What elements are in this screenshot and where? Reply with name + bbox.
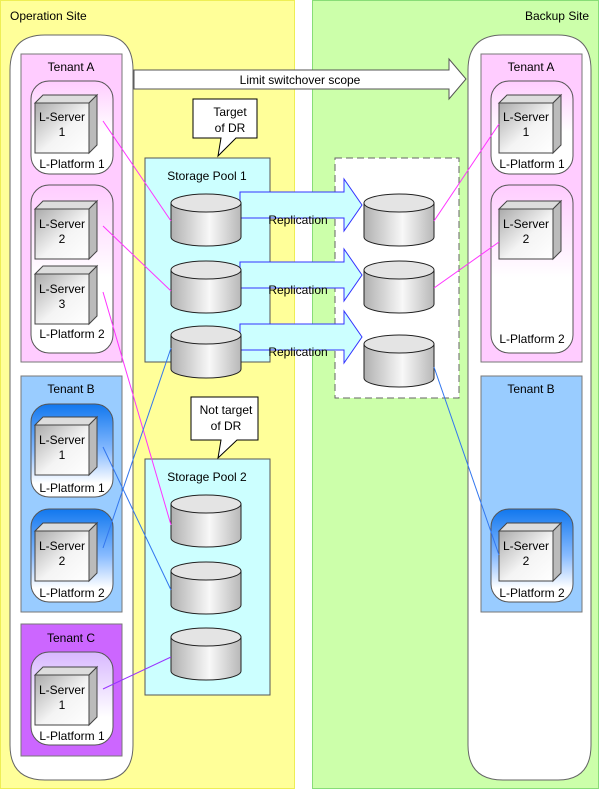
op-b1-server-1-line2: 1 [59,448,66,462]
op-a-server-3 [33,264,99,326]
callout-target-of-dr: Target of DR [192,98,258,158]
op-b-server-2 [33,521,99,583]
replication-arrow-3 [239,309,363,365]
op-a2-server-2-line1: L-Server [39,217,85,231]
op-c1-server-1-line2: 1 [59,698,66,712]
callout-not-target-line1: Not target [200,403,253,417]
bk-b-server-2 [497,521,563,583]
replication-arrow-2 [239,247,363,303]
op-tenant-c-label: Tenant C [47,631,95,645]
storage-pool-2-label: Storage Pool 2 [167,470,247,484]
op-a2-server-2-line2: 2 [59,232,66,246]
link-bk-vol2-a-server2 [433,241,500,289]
link-op-a-server2-pool1-vol2 [102,225,172,292]
backup-site-label: Backup Site [525,9,589,23]
switchover-scope-label: Limit switchover scope [240,73,361,87]
server-volume-links [102,120,500,690]
bk-a1-server-1-line2: 1 [523,125,530,139]
op-b-platform-2-label: L-Platform 2 [39,586,105,600]
op-c1-server-1-line1: L-Server [39,683,85,697]
storage-pool-1-label: Storage Pool 1 [167,169,247,183]
op-b2-server-2-line2: 2 [59,554,66,568]
bk-a1-server-1-line1: L-Server [503,110,549,124]
link-op-b-server1-pool2-vol2 [102,446,172,591]
pool1-volume-1 [170,193,242,247]
bk-a2-server-2-line1: L-Server [503,217,549,231]
bk-tenant-a-label: Tenant A [508,60,555,74]
pool2-volume-3 [170,627,242,681]
replication-label-1: Replication [268,213,327,227]
bk-b2-server-2-line2: 2 [523,554,530,568]
op-tenant-a-label: Tenant A [48,60,95,74]
op-a-platform-2-label: L-Platform 2 [39,327,105,341]
op-a-platform-1-label: L-Platform 1 [39,157,105,171]
bk-a-platform-1-label: L-Platform 1 [499,157,565,171]
op-a-server-1 [33,93,99,155]
op-b2-server-2-line1: L-Server [39,539,85,553]
bk-a-platform-2-label: L-Platform 2 [499,332,565,346]
op-b1-server-1-line1: L-Server [39,433,85,447]
bk-a2-server-2-line2: 2 [523,232,530,246]
link-bk-vol1-a-server1 [433,123,500,222]
link-op-c-server1-pool2-vol3 [102,656,172,690]
backup-volume-1 [363,193,435,247]
switchover-scope-arrow: Limit switchover scope [133,57,467,101]
storage-volumes [170,193,435,681]
pool1-volume-3 [170,325,242,379]
callout-not-target-line2: of DR [211,419,242,433]
callout-not-target-of-dr: Not target of DR [190,396,259,460]
op-b-server-1 [33,415,99,477]
link-op-a-server1-pool1-vol1 [102,120,172,222]
backup-volume-3 [363,334,435,388]
server-labels: L-Server 1 L-Server 2 L-Server 3 L-Serve… [39,110,549,712]
replication-label-3: Replication [268,345,327,359]
op-tenant-b-label: Tenant B [47,382,94,396]
op-c-server-1 [33,665,99,727]
backup-volume-2 [363,260,435,314]
pool2-volume-1 [170,494,242,548]
op-c-platform-1-label: L-Platform 1 [39,729,105,743]
replication-labels: Replication Replication Replication [268,213,327,359]
link-op-a-server3-pool2-vol1 [102,291,172,526]
op-a2-server-3-line2: 3 [59,297,66,311]
replication-arrow-1 [239,177,363,233]
op-b-platform-1-label: L-Platform 1 [39,481,105,495]
callout-target-line2: of DR [215,121,246,135]
bk-a-server-1 [497,93,563,155]
replication-label-2: Replication [268,283,327,297]
op-a-server-2 [33,199,99,261]
op-a1-server-1-line2: 1 [59,125,66,139]
link-op-b-server2-pool1-vol3 [102,347,172,549]
bk-b-platform-2-label: L-Platform 2 [499,586,565,600]
bk-b2-server-2-line1: L-Server [503,539,549,553]
callout-target-line1: Target [213,105,247,119]
bk-tenant-b-label: Tenant B [507,382,554,396]
operation-site-label: Operation Site [10,9,87,23]
bk-a-server-2 [497,199,563,261]
op-a2-server-3-line1: L-Server [39,282,85,296]
link-bk-vol3-b-server2 [433,366,500,556]
pool2-volume-2 [170,561,242,615]
op-a1-server-1-line1: L-Server [39,110,85,124]
pool1-volume-2 [170,260,242,314]
servers [33,93,563,727]
replication-arrows [239,177,363,365]
